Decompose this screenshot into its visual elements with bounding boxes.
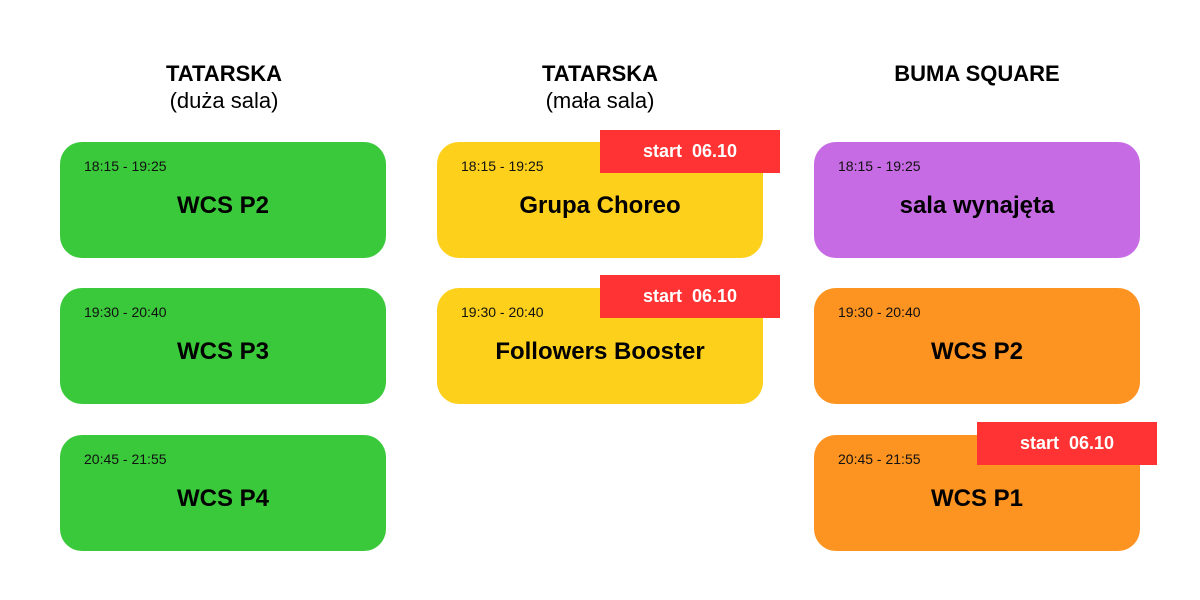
card-title: Followers Booster xyxy=(495,338,705,365)
card-time: 19:30 - 20:40 xyxy=(838,304,921,320)
class-card-wcs-p3: 19:30 - 20:40 WCS P3 xyxy=(60,288,386,404)
card-time: 18:15 - 19:25 xyxy=(84,158,167,174)
column-title: TATARSKA xyxy=(541,61,659,86)
card-time: 19:30 - 20:40 xyxy=(84,304,167,320)
card-title: WCS P3 xyxy=(176,338,269,365)
column-subtitle: (duża sala) xyxy=(169,88,279,113)
column-subtitle: (mała sala) xyxy=(545,88,655,113)
card-title: WCS P2 xyxy=(930,338,1023,365)
column-header-tatarska-mala: TATARSKA (mała sala) xyxy=(436,60,764,114)
start-date-badge: start 06.10 xyxy=(600,275,780,318)
card-time: 18:15 - 19:25 xyxy=(838,158,921,174)
column-header-tatarska-duza: TATARSKA (duża sala) xyxy=(60,60,388,114)
column-title: BUMA SQUARE xyxy=(894,61,1060,86)
class-card-wcs-p2-buma: 19:30 - 20:40 WCS P2 xyxy=(814,288,1140,404)
column-header-buma-square: BUMA SQUARE xyxy=(813,60,1141,88)
card-title: WCS P2 xyxy=(176,192,269,219)
start-date-badge: start 06.10 xyxy=(600,130,780,173)
card-title: sala wynajęta xyxy=(899,192,1055,219)
card-time: 20:45 - 21:55 xyxy=(84,451,167,467)
class-card-sala-wynajeta: 18:15 - 19:25 sala wynajęta xyxy=(814,142,1140,258)
column-title: TATARSKA xyxy=(165,61,283,86)
card-time: 20:45 - 21:55 xyxy=(838,451,921,467)
card-title: WCS P1 xyxy=(930,485,1023,512)
start-date-badge: start 06.10 xyxy=(977,422,1157,465)
class-card-wcs-p2: 18:15 - 19:25 WCS P2 xyxy=(60,142,386,258)
card-title: Grupa Choreo xyxy=(519,192,681,219)
class-card-wcs-p4: 20:45 - 21:55 WCS P4 xyxy=(60,435,386,551)
card-time: 19:30 - 20:40 xyxy=(461,304,544,320)
card-time: 18:15 - 19:25 xyxy=(461,158,544,174)
card-title: WCS P4 xyxy=(176,485,269,512)
